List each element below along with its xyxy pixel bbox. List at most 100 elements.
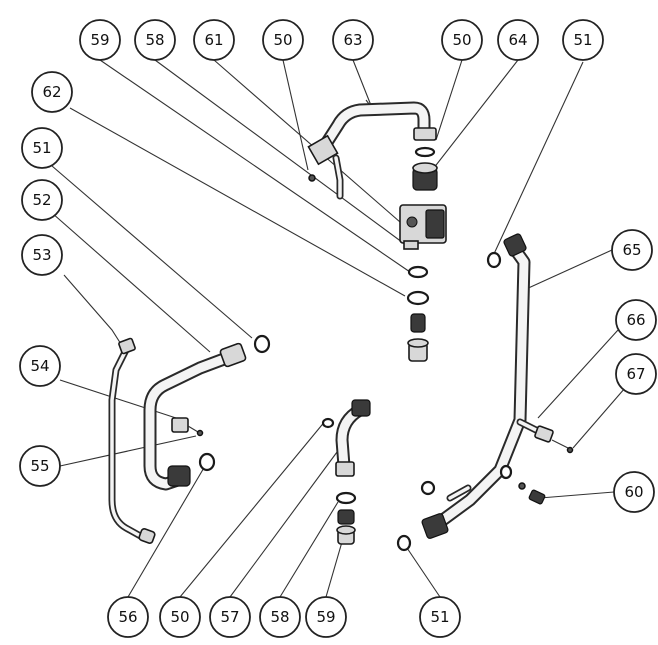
callout-label: 62 (42, 83, 61, 101)
callout-label: 50 (170, 608, 189, 626)
callout-53: 53 (21, 234, 63, 276)
callout-label: 64 (508, 31, 527, 49)
callout-51-left: 51 (21, 127, 63, 169)
part-65-long-pipe (421, 233, 544, 539)
leader-50-top-a (282, 59, 309, 171)
leader-lines (51, 59, 626, 598)
callout-55: 55 (19, 445, 61, 487)
callout-61: 61 (193, 19, 235, 61)
callout-59-top: 59 (79, 19, 121, 61)
callout-label: 59 (90, 31, 109, 49)
callout-65: 65 (611, 229, 653, 271)
callout-label: 66 (626, 311, 645, 329)
leader-56 (127, 465, 206, 598)
leader-52 (51, 212, 211, 353)
part-59-top-fitting (407, 313, 429, 362)
callout-57: 57 (209, 596, 251, 638)
leader-51-bottom (404, 544, 441, 598)
callout-51-bottom: 51 (419, 596, 461, 638)
part-60-fitting (499, 464, 546, 505)
part-54-bracket (171, 417, 199, 433)
leader-54 (59, 379, 177, 419)
callout-label: 51 (430, 608, 449, 626)
part-55-screw (196, 429, 204, 437)
leader-61 (213, 59, 401, 223)
callout-label: 58 (270, 608, 289, 626)
part-53-thin-tube (108, 337, 156, 544)
part-51-bottom-ring (396, 534, 412, 552)
callout-63: 63 (332, 19, 374, 61)
part-58-top-washer (407, 265, 429, 279)
part-56-ring (198, 452, 216, 472)
callout-label: 50 (452, 31, 471, 49)
part-58-bottom-washer (335, 491, 357, 505)
leader-57 (229, 447, 341, 598)
callout-label: 58 (145, 31, 164, 49)
callouts: 59 58 61 50 63 50 64 51 62 51 52 53 54 5… (19, 19, 657, 638)
part-52-left-pipe (143, 342, 247, 491)
part-57-elbow (335, 399, 371, 477)
leader-65 (523, 249, 613, 291)
callout-50-top-b: 50 (441, 19, 483, 61)
callout-64: 64 (497, 19, 539, 61)
callout-59-bottom: 59 (305, 596, 347, 638)
callout-62: 62 (31, 71, 73, 113)
part-50-bottom-ring (321, 417, 335, 429)
leader-51-left (51, 165, 253, 339)
callout-60: 60 (613, 471, 655, 513)
callout-label: 65 (622, 241, 641, 259)
leader-53 (63, 274, 127, 353)
part-51-mid-ring (420, 480, 436, 496)
callout-58-top: 58 (134, 19, 176, 61)
callout-66: 66 (615, 299, 657, 341)
callout-label: 53 (32, 246, 51, 264)
part-50-top-ring-a (308, 174, 316, 182)
callout-52: 52 (21, 179, 63, 221)
callout-54: 54 (19, 345, 61, 387)
leader-59-bottom (325, 534, 345, 598)
callout-label: 63 (343, 31, 362, 49)
callout-label: 61 (204, 31, 223, 49)
leader-62 (69, 107, 406, 297)
part-51-left-ring (253, 334, 271, 354)
part-59-bottom-fitting (336, 509, 356, 545)
leader-51-top (492, 61, 584, 257)
part-63-top-pipe (307, 101, 431, 200)
leader-50-bottom (179, 419, 327, 598)
leader-59-top (99, 59, 411, 273)
callout-label: 54 (30, 357, 49, 375)
callout-50-bottom: 50 (159, 596, 201, 638)
callout-67: 67 (615, 353, 657, 395)
leader-63 (352, 59, 373, 109)
part-64-fitting-stack (412, 127, 438, 191)
callout-label: 60 (624, 483, 643, 501)
leader-66 (537, 329, 619, 419)
callout-label: 51 (32, 139, 51, 157)
callout-label: 52 (32, 191, 51, 209)
leader-58-bottom (279, 501, 339, 598)
part-61-valve-body (399, 204, 447, 250)
callout-label: 57 (220, 608, 239, 626)
callout-51-top: 51 (562, 19, 604, 61)
callout-label: 51 (573, 31, 592, 49)
callout-label: 50 (273, 31, 292, 49)
part-67-screw (566, 446, 574, 454)
part-66-sensor (534, 425, 569, 449)
part-51-top-ring (486, 251, 502, 269)
leader-67 (572, 387, 626, 449)
callout-58-bottom: 58 (259, 596, 301, 638)
leader-58-top (154, 59, 411, 249)
part-62-washer (406, 290, 430, 306)
callout-label: 59 (316, 608, 335, 626)
leader-64 (425, 59, 519, 179)
leader-60 (539, 491, 615, 499)
leader-50-top-b (435, 59, 463, 141)
callout-56: 56 (107, 596, 149, 638)
callout-label: 67 (626, 365, 645, 383)
callout-50-top-a: 50 (262, 19, 304, 61)
callout-label: 56 (118, 608, 137, 626)
leader-55 (59, 435, 197, 467)
callout-label: 55 (30, 457, 49, 475)
